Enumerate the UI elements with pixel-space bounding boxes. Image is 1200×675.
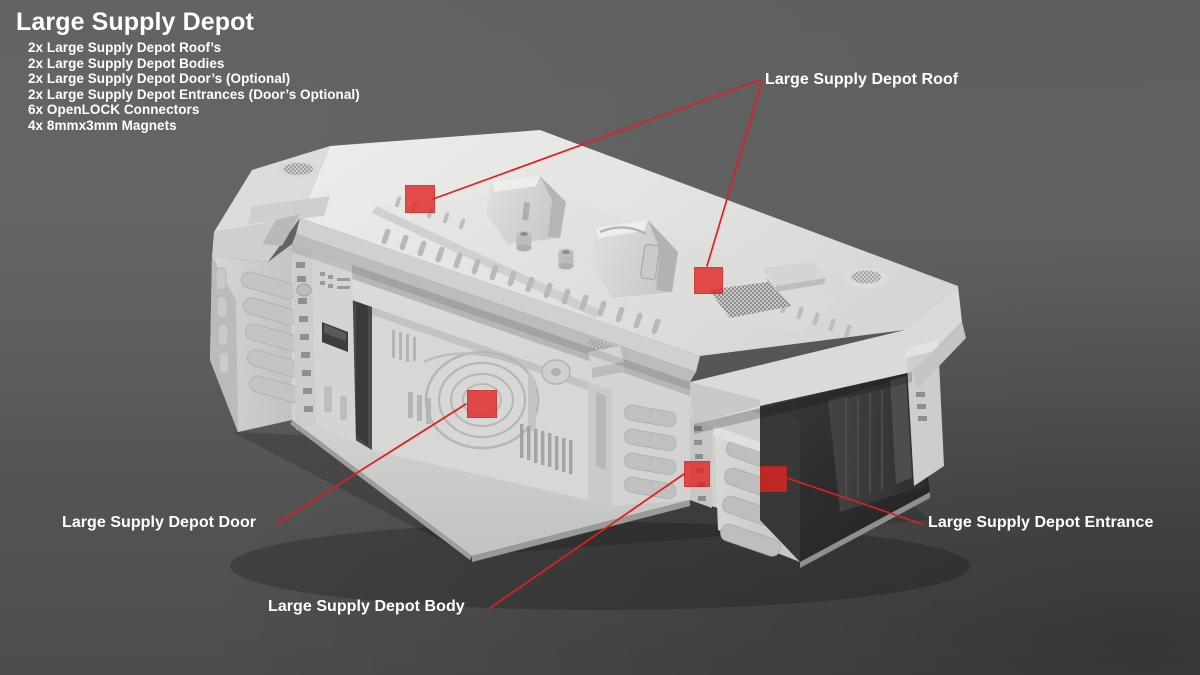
- bill-of-materials-list: 2x Large Supply Depot Roof’s 2x Large Su…: [28, 40, 360, 134]
- page-title: Large Supply Depot: [16, 8, 254, 36]
- marker-roof-1: [405, 185, 435, 213]
- leader-line-roof-2: [706, 81, 763, 267]
- bom-item-bodies: 2x Large Supply Depot Bodies: [28, 55, 225, 71]
- leader-line-roof-1: [432, 79, 761, 200]
- leader-line-entrance: [786, 477, 923, 525]
- bom-item-doors: 2x Large Supply Depot Door’s (Optional): [28, 71, 291, 87]
- bom-item-entrances: 2x Large Supply Depot Entrances (Door’s …: [28, 86, 360, 102]
- marker-door: [467, 390, 497, 418]
- bom-item-magnets: 4x 8mmx3mm Magnets: [28, 117, 177, 133]
- bom-item-connectors: 6x OpenLOCK Connectors: [28, 102, 200, 118]
- callout-label-entrance: Large Supply Depot Entrance: [928, 514, 1154, 531]
- bom-item-roofs: 2x Large Supply Depot Roof’s: [28, 40, 222, 55]
- marker-roof-2: [694, 267, 723, 294]
- leader-line-door: [275, 403, 467, 525]
- callout-label-door: Large Supply Depot Door: [62, 514, 257, 531]
- marker-body: [684, 461, 710, 487]
- callout-label-body: Large Supply Depot Body: [268, 598, 465, 615]
- marker-entrance: [760, 466, 787, 492]
- leader-line-body: [489, 473, 685, 609]
- callout-label-roof: Large Supply Depot Roof: [765, 71, 959, 88]
